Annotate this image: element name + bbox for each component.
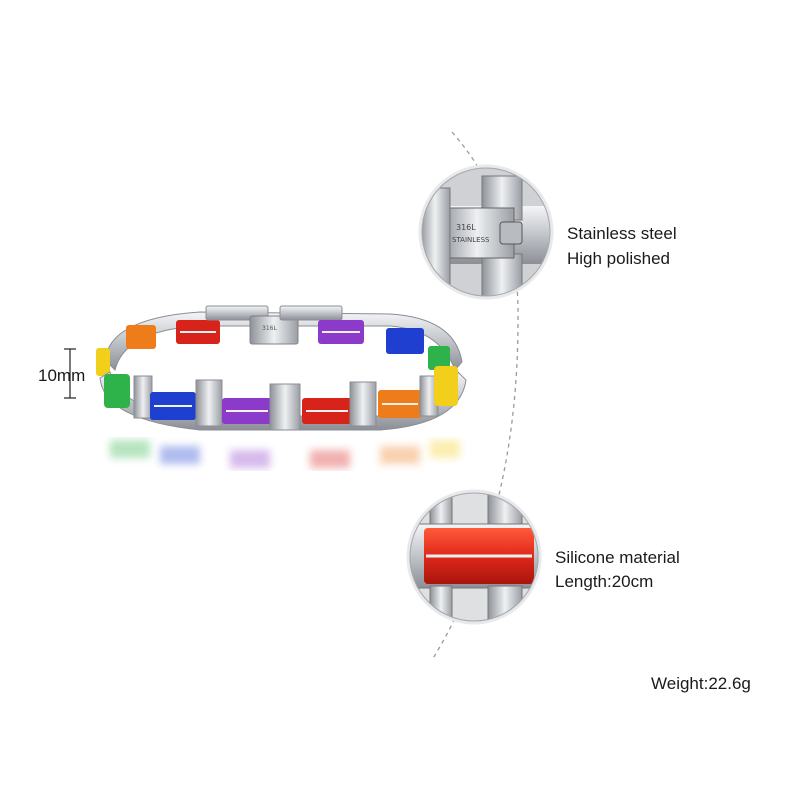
clasp-closeup: 316L STAINLESS	[418, 164, 554, 300]
dimension-marker	[64, 348, 76, 399]
length-label: Length:20cm	[555, 572, 654, 591]
finish-polished-label: High polished	[567, 249, 671, 268]
svg-text:316L: 316L	[456, 223, 476, 232]
weight-label: Weight:22.6g	[651, 674, 751, 693]
material-steel-label: Stainless steel	[567, 224, 677, 243]
bracelet-reflection	[110, 440, 460, 468]
svg-text:316L: 316L	[262, 325, 277, 332]
bracelet: 316L	[96, 305, 467, 431]
material-silicone-label: Silicone material	[555, 548, 680, 567]
silicone-closeup	[406, 489, 542, 625]
svg-text:STAINLESS: STAINLESS	[452, 236, 490, 244]
dimension-label: 10mm	[38, 366, 86, 385]
